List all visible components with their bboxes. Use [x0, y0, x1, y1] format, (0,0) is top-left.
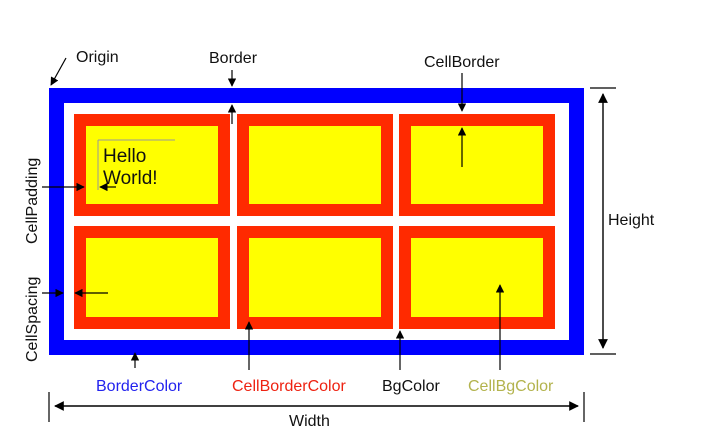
cell-r2-c1 [74, 226, 230, 329]
cell-r1-c3 [399, 114, 555, 216]
cell-r2-c3 [399, 226, 555, 329]
border-label: Border [209, 50, 258, 67]
origin-arrow [50, 57, 67, 86]
cell-r1-c1 [74, 114, 230, 216]
cell-world-text: World! [103, 168, 158, 189]
cell-padding-label: CellPadding [24, 158, 41, 244]
cell-r2-c2 [237, 226, 393, 329]
cell-bg-color-label: CellBgColor [468, 378, 554, 395]
cell-spacing-label: CellSpacing [24, 277, 41, 362]
cell-border-label: CellBorder [424, 54, 500, 71]
width-label: Width [289, 413, 330, 430]
border-color-label: BorderColor [96, 378, 183, 395]
height-label: Height [608, 212, 655, 229]
cell-border-color-label: CellBorderColor [232, 378, 346, 395]
cell-r1-c2 [237, 114, 393, 216]
cell-hello-text: Hello [103, 146, 146, 167]
origin-label: Origin [76, 49, 119, 66]
bg-color-label: BgColor [382, 378, 440, 395]
